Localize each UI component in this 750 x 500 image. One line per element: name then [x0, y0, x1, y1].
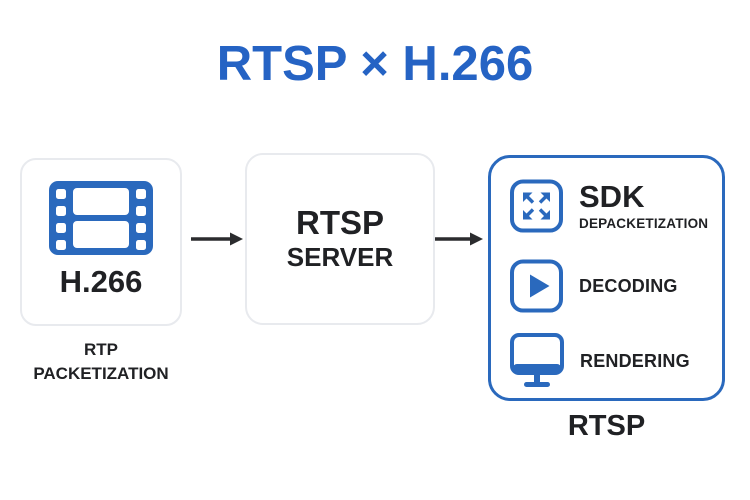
client-row-depacketization: SDK DEPACKETIZATION — [510, 179, 722, 233]
client-row-text: RENDERING — [580, 351, 690, 372]
rendering-label: RENDERING — [580, 350, 690, 371]
arrow-right-icon — [191, 232, 243, 246]
depacketization-label: DEPACKETIZATION — [579, 216, 709, 231]
sdk-title: SDK — [579, 179, 645, 214]
monitor-icon — [510, 333, 564, 387]
server-label-line1: RTSP — [295, 204, 384, 242]
encoder-box: H.266 — [20, 158, 182, 326]
expand-icon — [510, 179, 563, 233]
server-box: RTSP SERVER — [245, 153, 435, 325]
decoding-label: DECODING — [579, 275, 678, 296]
play-icon — [510, 259, 563, 313]
client-row-rendering: RENDERING — [510, 332, 722, 390]
encoder-caption-line2: PACKETIZATION — [33, 364, 169, 383]
client-row-text: SDK DEPACKETIZATION — [579, 181, 708, 231]
client-sdk-box: SDK DEPACKETIZATION DECODING RENDERING — [488, 155, 725, 401]
encoder-label: H.266 — [59, 264, 143, 299]
server-label-line2: SERVER — [286, 241, 394, 272]
arrow-right-icon — [435, 232, 483, 246]
client-row-text: DECODING — [579, 276, 678, 297]
client-caption: RTSP — [567, 410, 646, 442]
encoder-caption: RTP PACKETIZATION — [4, 338, 198, 386]
page-title: RTSP × H.266 — [216, 37, 534, 91]
film-icon — [49, 181, 153, 255]
encoder-caption-line1: RTP — [84, 340, 118, 359]
client-row-decoding: DECODING — [510, 259, 722, 313]
